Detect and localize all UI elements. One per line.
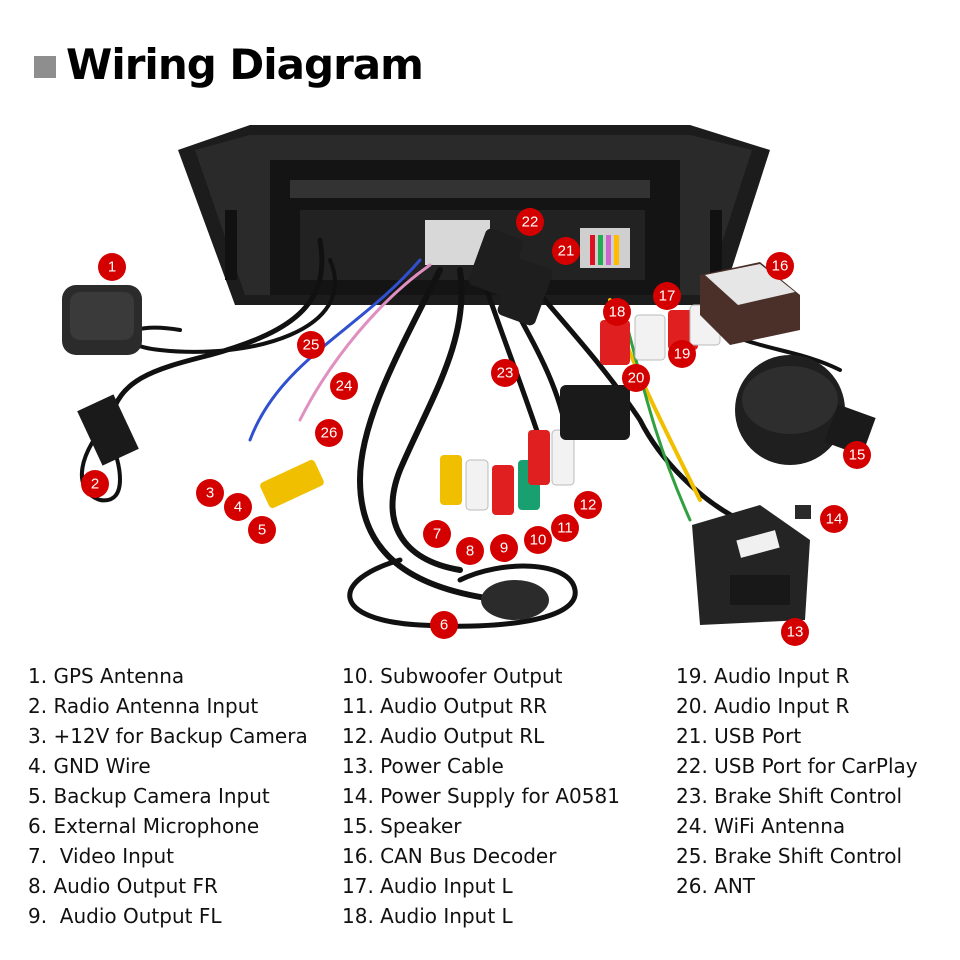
callout-2: 2 bbox=[81, 470, 109, 498]
callout-14: 14 bbox=[820, 505, 848, 533]
svg-text:21: 21 bbox=[558, 243, 575, 260]
svg-text:16: 16 bbox=[772, 258, 789, 275]
svg-text:5: 5 bbox=[258, 522, 266, 539]
svg-text:10: 10 bbox=[530, 532, 547, 549]
callout-8: 8 bbox=[456, 537, 484, 565]
callout-10: 10 bbox=[524, 526, 552, 554]
power-supply-plug bbox=[795, 505, 811, 519]
legend-item: 17. Audio Input L bbox=[342, 874, 513, 898]
legend-item: 12. Audio Output RL bbox=[342, 724, 545, 748]
legend-item: 1. GPS Antenna bbox=[28, 664, 185, 688]
legend-column-1: 1. GPS Antenna 2. Radio Antenna Input 3.… bbox=[28, 661, 308, 931]
callout-12: 12 bbox=[574, 491, 602, 519]
callout-23: 23 bbox=[491, 359, 519, 387]
legend-item: 11. Audio Output RR bbox=[342, 694, 547, 718]
legend-item: 13. Power Cable bbox=[342, 754, 504, 778]
callout-15: 15 bbox=[843, 441, 871, 469]
head-unit bbox=[178, 125, 770, 305]
legend-item: 7. Video Input bbox=[28, 844, 174, 868]
svg-text:13: 13 bbox=[787, 624, 804, 641]
svg-text:22: 22 bbox=[522, 214, 539, 231]
legend-item: 15. Speaker bbox=[342, 814, 462, 838]
callout-1: 1 bbox=[98, 253, 126, 281]
legend-item: 14. Power Supply for A0581 bbox=[342, 784, 620, 808]
legend-item: 5. Backup Camera Input bbox=[28, 784, 270, 808]
callout-16: 16 bbox=[766, 252, 794, 280]
legend-item: 8. Audio Output FR bbox=[28, 874, 218, 898]
header: Wiring Diagram bbox=[34, 40, 424, 89]
callout-21: 21 bbox=[552, 237, 580, 265]
legend-item: 10. Subwoofer Output bbox=[342, 664, 563, 688]
svg-text:23: 23 bbox=[497, 365, 514, 382]
legend-item: 24. WiFi Antenna bbox=[676, 814, 846, 838]
callout-25: 25 bbox=[297, 331, 325, 359]
svg-text:6: 6 bbox=[440, 617, 448, 634]
callout-11: 11 bbox=[551, 514, 579, 542]
svg-text:1: 1 bbox=[108, 259, 116, 276]
svg-text:4: 4 bbox=[234, 499, 242, 516]
callout-4: 4 bbox=[224, 493, 252, 521]
callout-26: 26 bbox=[315, 419, 343, 447]
legend-column-2: 10. Subwoofer Output 11. Audio Output RR… bbox=[342, 661, 620, 931]
svg-text:7: 7 bbox=[433, 526, 441, 543]
svg-text:17: 17 bbox=[659, 288, 676, 305]
svg-text:12: 12 bbox=[580, 497, 597, 514]
callout-19: 19 bbox=[668, 340, 696, 368]
svg-text:19: 19 bbox=[674, 346, 691, 363]
callout-22: 22 bbox=[516, 208, 544, 236]
wiring-photo: 1 2 3 4 5 6 7 8 9 10 11 12 13 14 15 16 1… bbox=[62, 125, 876, 646]
svg-text:25: 25 bbox=[303, 337, 320, 354]
legend-item: 21. USB Port bbox=[676, 724, 802, 748]
title-square-icon bbox=[34, 55, 56, 78]
legend-item: 3. +12V for Backup Camera bbox=[28, 724, 308, 748]
callout-5: 5 bbox=[248, 516, 276, 544]
callout-9: 9 bbox=[490, 534, 518, 562]
legend-item: 19. Audio Input R bbox=[676, 664, 850, 688]
rca-connectors bbox=[260, 304, 721, 515]
legend-item: 23. Brake Shift Control bbox=[676, 784, 903, 808]
callout-13: 13 bbox=[781, 618, 809, 646]
svg-text:14: 14 bbox=[826, 511, 843, 528]
legend-item: 18. Audio Input L bbox=[342, 904, 513, 928]
callout-3: 3 bbox=[196, 479, 224, 507]
legend-item: 4. GND Wire bbox=[28, 754, 151, 778]
filter-box bbox=[560, 385, 630, 440]
page-title: Wiring Diagram bbox=[66, 40, 424, 89]
svg-text:24: 24 bbox=[336, 378, 353, 395]
legend-item: 20. Audio Input R bbox=[676, 694, 850, 718]
speaker bbox=[735, 355, 876, 465]
svg-text:26: 26 bbox=[321, 425, 338, 442]
svg-text:18: 18 bbox=[609, 304, 626, 321]
callout-20: 20 bbox=[622, 364, 650, 392]
callout-17: 17 bbox=[653, 282, 681, 310]
callout-7: 7 bbox=[423, 520, 451, 548]
legend-item: 6. External Microphone bbox=[28, 814, 260, 838]
svg-text:11: 11 bbox=[557, 520, 573, 537]
callout-6: 6 bbox=[430, 611, 458, 639]
usb-plugs bbox=[468, 228, 553, 326]
svg-text:20: 20 bbox=[628, 370, 645, 387]
svg-text:9: 9 bbox=[500, 540, 508, 557]
legend-item: 9. Audio Output FL bbox=[28, 904, 222, 928]
radio-antenna-adapter bbox=[77, 394, 139, 466]
svg-text:8: 8 bbox=[466, 543, 474, 560]
legend-column-3: 19. Audio Input R 20. Audio Input R 21. … bbox=[676, 661, 918, 901]
callout-24: 24 bbox=[330, 372, 358, 400]
svg-text:2: 2 bbox=[91, 476, 99, 493]
callout-18: 18 bbox=[603, 298, 631, 326]
svg-text:3: 3 bbox=[206, 485, 214, 502]
legend-item: 2. Radio Antenna Input bbox=[28, 694, 259, 718]
external-microphone bbox=[481, 580, 549, 620]
legend-item: 16. CAN Bus Decoder bbox=[342, 844, 557, 868]
callout-markers: 1 2 3 4 5 6 7 8 9 10 11 12 13 14 15 16 1… bbox=[81, 208, 871, 646]
gps-antenna bbox=[62, 285, 142, 355]
legend-item: 26. ANT bbox=[676, 874, 756, 898]
svg-text:15: 15 bbox=[849, 447, 866, 464]
legend-item: 25. Brake Shift Control bbox=[676, 844, 903, 868]
power-connector bbox=[692, 505, 810, 625]
legend-item: 22. USB Port for CarPlay bbox=[676, 754, 918, 778]
